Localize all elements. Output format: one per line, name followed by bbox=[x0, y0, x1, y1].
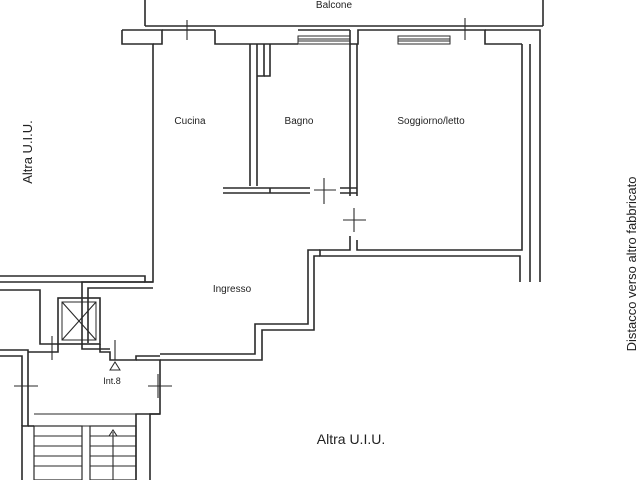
entrance-walls bbox=[81, 249, 320, 361]
kitchen-label: Cucina bbox=[174, 116, 206, 127]
living-room-label: Soggiorno/letto bbox=[397, 116, 465, 127]
balcony-label: Balcone bbox=[316, 0, 353, 11]
window-bathroom bbox=[297, 35, 351, 45]
stair-flights bbox=[33, 425, 137, 480]
living-walls bbox=[319, 44, 531, 282]
bathroom-label: Bagno bbox=[285, 116, 314, 127]
entrance-label: Ingresso bbox=[213, 284, 252, 295]
other-unit-left-label: Altra U.I.U. bbox=[20, 120, 35, 184]
other-unit-bottom-label: Altra U.I.U. bbox=[317, 431, 385, 447]
window-living bbox=[397, 35, 451, 45]
balcony-outline bbox=[144, 0, 544, 27]
lift-shaft bbox=[57, 297, 101, 345]
exterior-wall-top bbox=[122, 29, 541, 282]
door-ticks bbox=[14, 18, 475, 398]
kitchen-walls bbox=[223, 44, 310, 194]
landing-label: Int.8 bbox=[103, 376, 121, 386]
bathroom-walls bbox=[257, 44, 358, 196]
distance-note-label: Distacco verso altro fabbricato bbox=[624, 177, 639, 352]
